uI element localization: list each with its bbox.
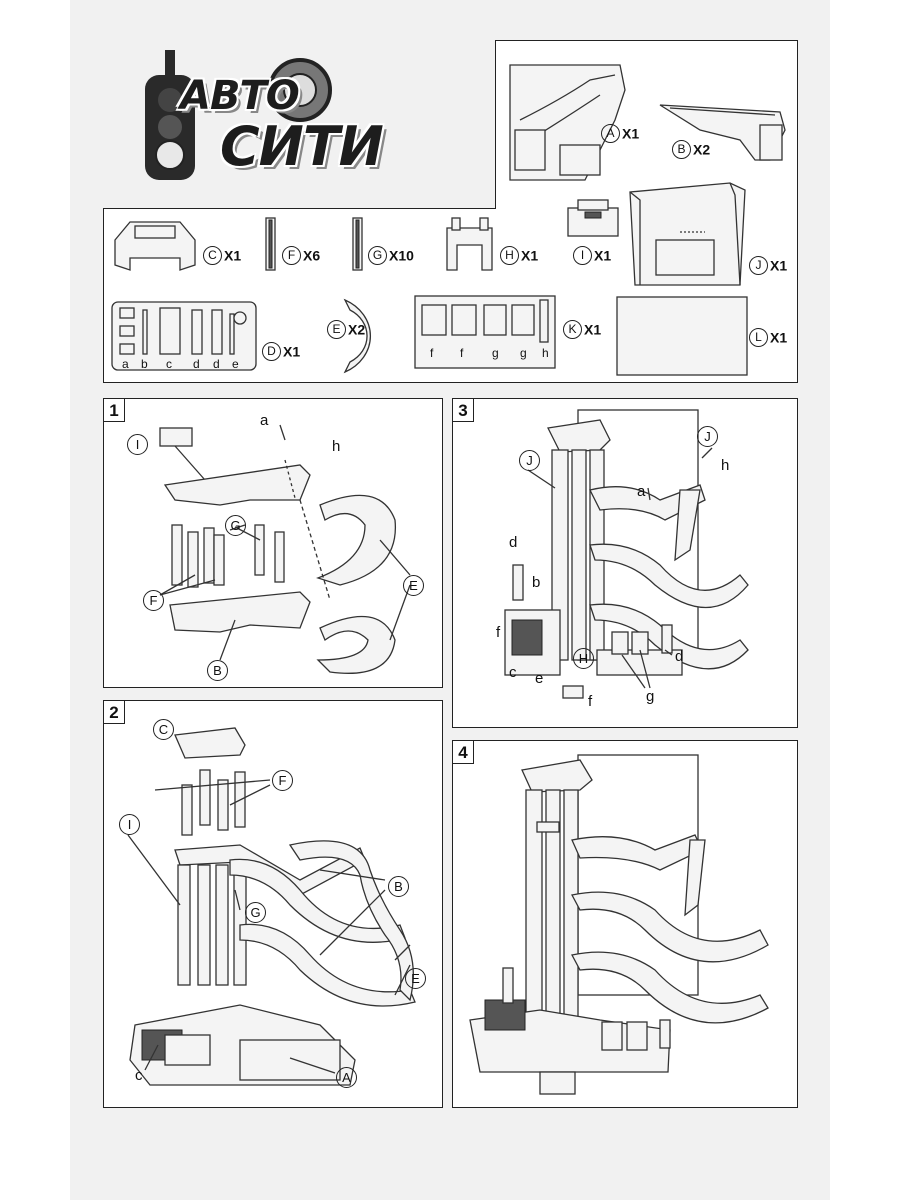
step-3-callout-j-2: J xyxy=(519,450,542,471)
step-1-callout-g: G xyxy=(225,515,248,536)
step-3-callout-d-2: d xyxy=(675,648,684,665)
step-1-callout-a: a xyxy=(260,412,269,429)
step-1-callout-h: h xyxy=(332,438,341,455)
step-4-drawing xyxy=(469,754,769,1095)
step-3-callout-g: g xyxy=(646,688,655,705)
step-1-callout-e: E xyxy=(403,575,426,596)
step-1-callout-f: F xyxy=(143,590,166,611)
step-2-callout-c-part: c xyxy=(135,1067,143,1084)
part-c-drawing xyxy=(114,221,196,271)
step-2-callout-g: G xyxy=(245,902,268,923)
step-2-callout-e: E xyxy=(405,968,428,989)
step-3-callout-b: b xyxy=(532,574,541,591)
step-2-callout-c: C xyxy=(153,719,176,740)
parts-drawings xyxy=(111,64,786,376)
step-number: 1 xyxy=(103,398,125,422)
step-3-drawing xyxy=(504,409,749,699)
d-sub-label: e xyxy=(232,357,239,371)
d-sub-label: c xyxy=(166,357,172,371)
step-2-callout-f: F xyxy=(272,770,295,791)
step-2-callout-a: A xyxy=(336,1067,359,1088)
step-1-callout-i: I xyxy=(127,434,150,455)
step-2-callout-b: B xyxy=(388,876,411,897)
step-3-callout-a: a xyxy=(637,483,646,500)
brand-logo: АВТО СИТИ xyxy=(135,45,425,190)
d-sub-label: b xyxy=(141,357,148,371)
part-l-drawing xyxy=(616,296,748,376)
step-3-callout-c: c xyxy=(509,664,517,681)
step-3-callout-f-2: f xyxy=(588,693,593,710)
d-sub-label: d xyxy=(193,357,200,371)
part-b-drawing xyxy=(659,104,786,161)
step-number: 4 xyxy=(452,740,474,764)
part-h-drawing xyxy=(446,217,493,271)
logo-word-2: СИТИ xyxy=(220,115,384,178)
k-sub-label: f xyxy=(430,346,434,360)
step-1-drawing xyxy=(159,424,411,674)
traffic-light-icon xyxy=(145,50,332,180)
logo-word-1: АВТО xyxy=(180,73,300,119)
step-number: 2 xyxy=(103,700,125,724)
k-sub-label: g xyxy=(520,346,527,360)
step-3-callout-d: d xyxy=(509,534,518,551)
part-e-drawing xyxy=(343,298,371,374)
step-2-drawing xyxy=(127,727,416,1086)
step-3-callout-h-part: H xyxy=(573,648,596,669)
d-sub-label: d xyxy=(213,357,220,371)
d-sub-label: a xyxy=(122,357,129,371)
part-i-drawing xyxy=(567,199,619,237)
step-1-callout-b: B xyxy=(207,660,230,681)
step-3-callout-f: f xyxy=(496,624,501,641)
step-number: 3 xyxy=(452,398,474,422)
k-sub-label: h xyxy=(542,346,549,360)
step-3-callout-j: J xyxy=(697,426,720,447)
k-sub-label: f xyxy=(460,346,464,360)
part-j-drawing xyxy=(629,182,746,286)
step-3-callout-e: e xyxy=(535,670,544,687)
k-sub-label: g xyxy=(492,346,499,360)
step-2-callout-i: I xyxy=(119,814,142,835)
part-a-drawing xyxy=(509,64,626,181)
step-3-callout-h: h xyxy=(721,457,730,474)
